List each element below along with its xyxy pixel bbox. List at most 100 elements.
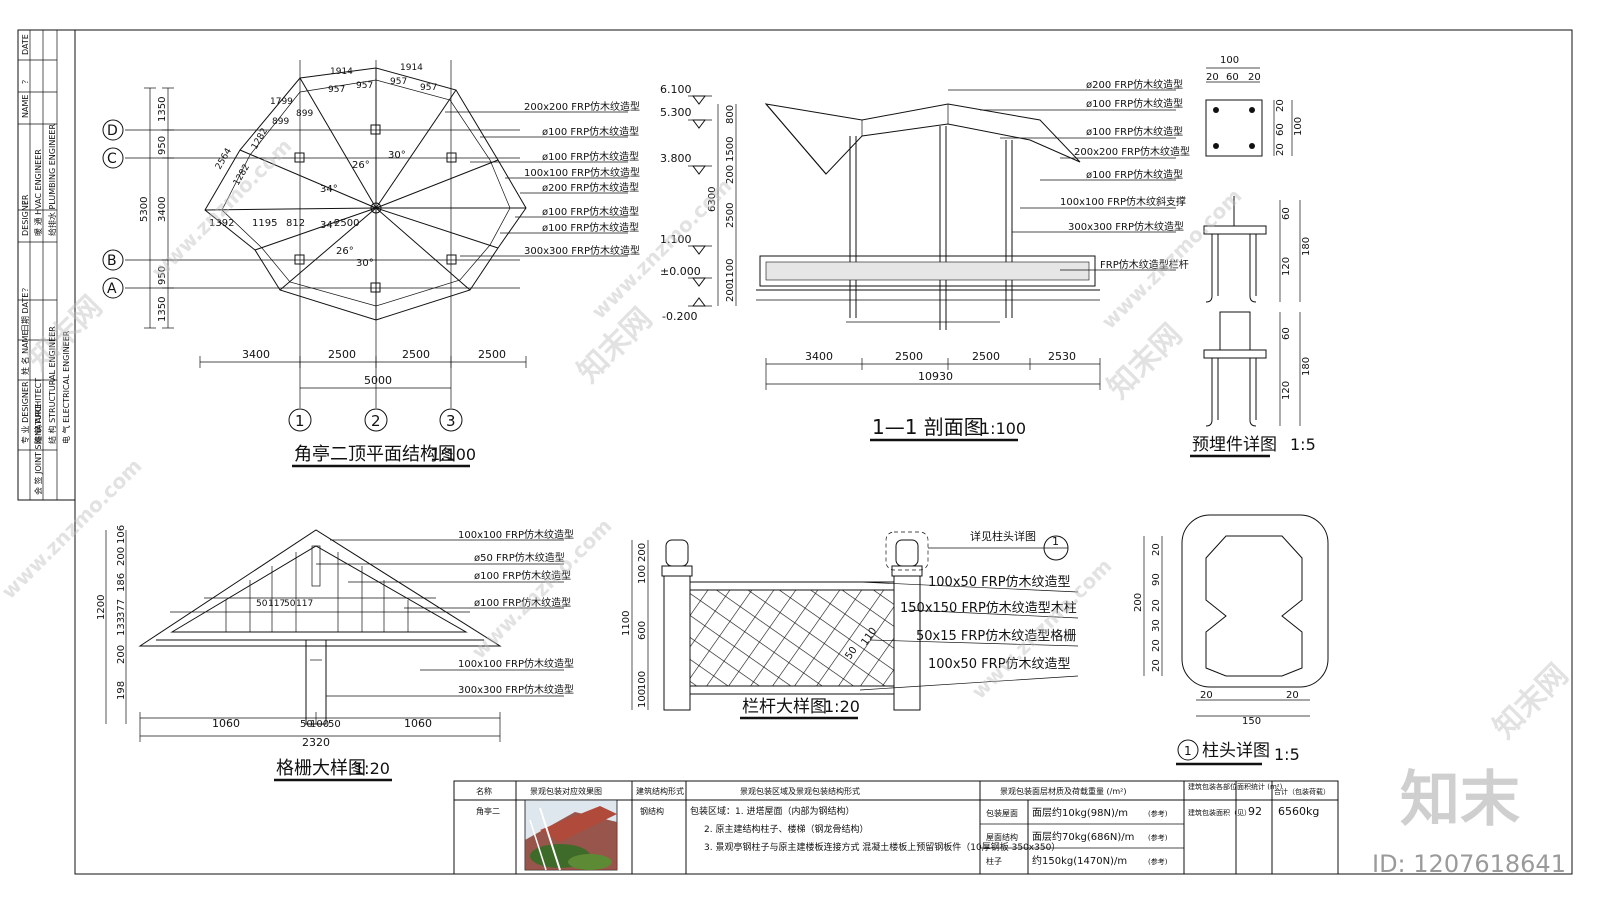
- embed-top-dim-1: 60: [1226, 72, 1239, 83]
- railing-left-total: 1100: [621, 611, 632, 636]
- plan-top-dim-1: 1914: [400, 63, 423, 73]
- tb-date-label: DATE: [21, 34, 30, 55]
- section-label-4: ø100 FRP仿木纹造型: [1086, 168, 1183, 181]
- watermark-logo: 知末: [1400, 765, 1520, 835]
- plan-label-0: 200x200 FRP仿木纹造型: [524, 100, 640, 113]
- section-bottom-dim-3: 2530: [1048, 350, 1076, 363]
- section-label-0: ø200 FRP仿木纹造型: [1086, 78, 1183, 91]
- embed-top-dim-0: 20: [1206, 72, 1219, 83]
- grille-label-4: 100x100 FRP仿木纹造型: [458, 657, 574, 670]
- grille-bottom-ticks: [139, 712, 501, 742]
- grille-bottom-dim-4: 1060: [404, 717, 432, 730]
- table-load-value-1: 面层约70kg(686N)/m: [1032, 830, 1134, 843]
- plan-top-dim-3: 957: [356, 81, 373, 91]
- plan-left-dim-3: 950: [157, 266, 168, 285]
- column-head-side-dim-3: 30: [1151, 619, 1162, 632]
- railing-left-dim-2: 600: [637, 621, 648, 640]
- section-columns: [849, 126, 1013, 330]
- plan-top-dim-8: 899: [296, 109, 313, 119]
- section-roof: [764, 103, 1081, 175]
- plan-roof-outline: [204, 67, 527, 321]
- plan-title: 角亭二顶平面结构图: [294, 444, 456, 465]
- tb-name-label: NAME: [21, 95, 30, 118]
- section-leaders: [948, 89, 1176, 271]
- grille-inner-dim-2: 50: [284, 599, 296, 609]
- elev-6100: 6.100: [660, 83, 692, 96]
- plan-top-dim-4: 957: [390, 77, 407, 87]
- column-head-outer: [1181, 514, 1329, 688]
- table-header-name: 名称: [476, 786, 492, 796]
- grille-label-1: ø50 FRP仿木纹造型: [474, 551, 565, 564]
- grille-left-dim-2: 186: [116, 573, 127, 592]
- embed-plate: [1205, 99, 1263, 157]
- section-railing: [759, 255, 1096, 287]
- plan-bottom-ticks: [199, 356, 527, 368]
- railing-label-1: 150x150 FRP仿木纹造型木柱: [900, 601, 1077, 616]
- railing-left-dim-3: 100: [637, 671, 648, 690]
- embed-title: 预埋件详图: [1192, 435, 1277, 455]
- grid-col-3: 3: [446, 412, 456, 430]
- tb-engineer-6: 结 构 STRUCTURAL ENGINEER: [47, 326, 57, 444]
- railing-detail: 50 110 1 详见柱头详图 200 100 600 100 100 1100…: [621, 529, 1079, 720]
- tb-name-value: ？: [21, 197, 30, 205]
- watermarks: www.znzmo.com www.znzmo.com www.znzmo.co…: [0, 134, 1575, 878]
- section-vdim-1: 1500: [725, 137, 736, 162]
- railing-left-dim-1: 100: [637, 565, 648, 584]
- plan-left-dim-2: 3400: [157, 197, 168, 222]
- grille-scale: 1:20: [354, 759, 390, 778]
- plan-label-7: 300x300 FRP仿木纹造型: [524, 244, 640, 257]
- table-area-1: 2. 原主建结构柱子、楼梯（钢龙骨结构）: [704, 823, 868, 835]
- grille-left-dim-6: 198: [116, 681, 127, 700]
- section-label-2: ø100 FRP仿木纹造型: [1086, 125, 1183, 138]
- data-table: 名称 景观包装对应效果图 建筑结构形式 景观包装区域及景观包装结构形式 景观包装…: [453, 780, 1339, 875]
- tb-designer-value: ？: [21, 284, 30, 292]
- plan-left-dim-0: 1350: [157, 97, 168, 122]
- grille-left-total: 1200: [96, 595, 107, 620]
- plan-top-dim-2: 957: [328, 85, 345, 95]
- plan-angle-5: 30°: [356, 258, 374, 269]
- table-area-label: 建筑包装面积（见）: [1188, 808, 1251, 817]
- section-elevation-markers: [688, 95, 712, 307]
- section-label-3: 200x200 FRP仿木纹造型: [1074, 145, 1190, 158]
- tb-engineer-1: 给排水 PLUMBING ENGINEER: [47, 124, 57, 236]
- embed-side-dim-1: 60: [1275, 123, 1286, 136]
- column-head-scale: 1:5: [1274, 745, 1300, 764]
- plan-inner-dim-3: 1392: [209, 218, 234, 229]
- column-head-side-dim-5: 20: [1151, 659, 1162, 672]
- elev-5300: 5.300: [660, 106, 692, 119]
- railing-title: 栏杆大样图: [742, 697, 827, 717]
- grille-bottom-dim-1: 50: [300, 719, 313, 730]
- column-head-side-dim-4: 20: [1151, 639, 1162, 652]
- plan-grid-col-bubbles: 1 2 3: [288, 408, 463, 432]
- section-vdim-3: 2500: [725, 203, 736, 228]
- watermark-brand-1: 知末网: [571, 301, 659, 389]
- tb-date-value: ？: [21, 76, 30, 84]
- grille-verticals: [225, 552, 409, 632]
- grille-inner-dim-3: 117: [296, 599, 313, 609]
- tb-joint-signature: 会 签 JOINT SIGNATURE: [33, 404, 43, 495]
- grille-bottom-dim-3: 50: [328, 719, 341, 730]
- grille-label-3: ø100 FRP仿木纹造型: [474, 596, 571, 609]
- embed-side-dim-0: 20: [1275, 99, 1286, 112]
- grille-left-dim-4: 133: [116, 617, 127, 636]
- column-head-detail: 20 90 20 30 20 20 200 20 20 150 1 柱头详图 1…: [1133, 514, 1329, 766]
- section-bottom-dim-1: 2500: [895, 350, 923, 363]
- grille-left-dim-3: 377: [116, 599, 127, 618]
- railing-left-dim-0: 200: [637, 543, 648, 562]
- embed-top-dim-2: 20: [1248, 72, 1261, 83]
- table-area-0: 包装区域：1. 进塔屋面（内部为钢结构）: [690, 805, 854, 817]
- plan-label-5: ø100 FRP仿木纹造型: [542, 205, 639, 218]
- section-scale: 1:100: [980, 419, 1026, 438]
- embed-anchor-lower: [1203, 311, 1267, 427]
- plan-bottom-dim-0: 3400: [242, 348, 270, 361]
- table-header-load: 景观包装面层材质及荷载重量 (/m²): [1000, 786, 1126, 796]
- embed-lower-dim-2: 180: [1301, 357, 1312, 376]
- table-load-part-0: 包装屋面: [986, 808, 1018, 818]
- tb-engineer-5: 建 筑 ARCHITECT: [33, 378, 43, 444]
- plan-inner-ring: [221, 79, 511, 307]
- table-load-note-1: (参考): [1148, 833, 1168, 842]
- plan-inner-dim-6: 2500: [334, 218, 359, 229]
- table-load-note-2: (参考): [1148, 857, 1168, 866]
- tb-engineer-2: 日期 DATE: [21, 293, 30, 332]
- grille-inner-dim-1: 117: [268, 599, 285, 609]
